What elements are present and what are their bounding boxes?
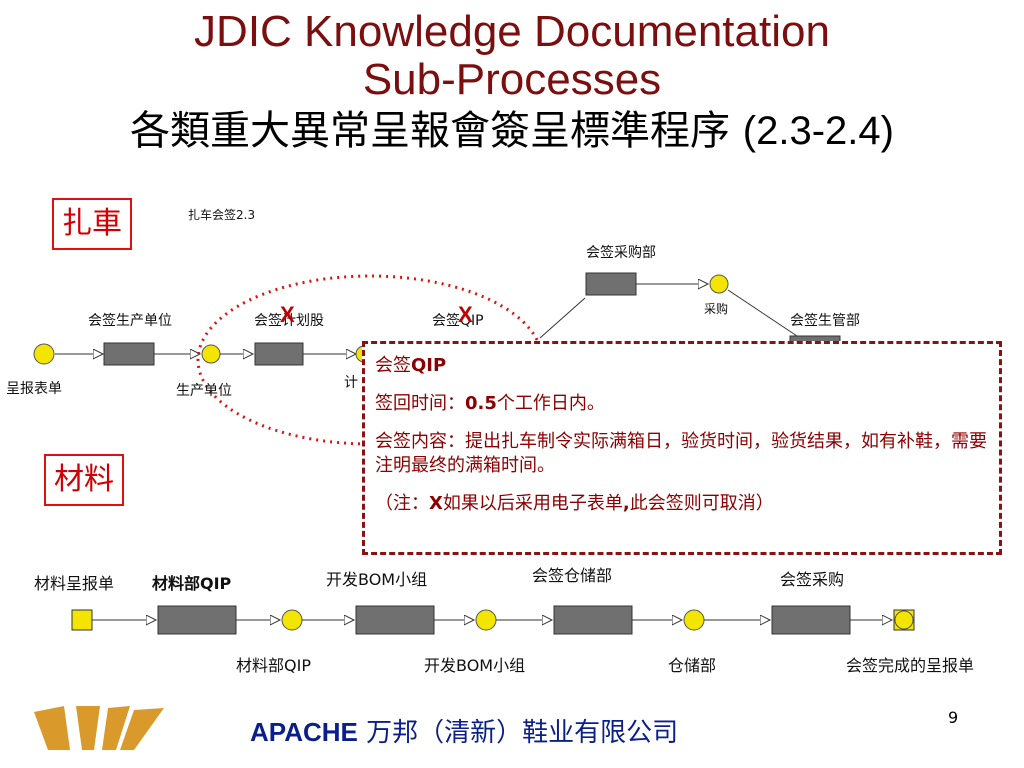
apache-logo (34, 706, 164, 750)
x-mark-2: X (458, 302, 473, 327)
label-start: 呈报表单 (6, 381, 62, 397)
material-label-start: 材料呈报单 (34, 574, 115, 593)
footer-company: APACHE 万邦（清新）鞋业有限公司 (250, 712, 678, 749)
company-name: 万邦（清新）鞋业有限公司 (366, 718, 679, 748)
task-box-bom (355, 605, 435, 635)
label-step3: 会签QIP (432, 313, 484, 329)
material-label-step4: 会签采购 (780, 570, 845, 589)
material-label-event2: 开发BOM小组 (424, 656, 526, 675)
section-label-material: 材料 (44, 454, 124, 506)
task-box-warehouse (553, 605, 633, 635)
subtitle-cn-text: 各類重大異常呈報會簽呈標準程序 (130, 108, 731, 154)
label-step-top: 会签采购部 (586, 245, 656, 261)
subtitle-code: (2.3-2.4) (742, 109, 894, 153)
callout-line2: 会签内容：提出扎车制令实际满箱日，验货时间，验货结果，如有补鞋，需要注明最终的满… (375, 431, 987, 476)
label-step1: 会签生产单位 (88, 313, 172, 329)
material-label-step1: 材料部QIP (152, 574, 232, 593)
label-event-top: 采购 (704, 302, 729, 316)
company-brand: APACHE (250, 717, 358, 747)
start-event-circle (33, 343, 55, 365)
label-event1: 生产单位 (176, 383, 232, 399)
label-event2-partial: 计 (344, 375, 358, 391)
material-label-end: 会签完成的呈报单 (846, 656, 975, 675)
task-box-purchase (771, 605, 851, 635)
section-label-zache: 扎車 (52, 198, 132, 250)
label-step2: 会签计划股 (254, 313, 324, 329)
material-label-event1: 材料部QIP (236, 656, 311, 675)
label-step4: 会签生管部 (790, 313, 860, 329)
x-mark-1: X (280, 302, 295, 327)
page-number: 9 (948, 708, 959, 727)
material-label-step3: 会签仓储部 (532, 566, 613, 585)
zache-diagram-caption: 扎车会签2.3 (188, 208, 256, 222)
task-box-material-qip (157, 605, 237, 635)
qip-callout: 会签QIP 签回时间：0.5个工作日内。 会签内容：提出扎车制令实际满箱日，验货… (362, 341, 1002, 555)
callout-line1: 签回时间：0.5个工作日内。 (375, 393, 605, 414)
event-circle-material-qip (281, 609, 303, 631)
slide-title-line1: JDIC Knowledge Documentation (194, 7, 830, 56)
material-label-event3: 仓储部 (668, 656, 717, 675)
slide-title-line2: Sub-Processes (362, 55, 662, 104)
slide-subtitle: 各類重大異常呈報會簽呈標準程序 (2.3-2.4) (0, 108, 1024, 154)
event-circle-bom (475, 609, 497, 631)
material-label-step2: 开发BOM小组 (326, 570, 428, 589)
event-circle-warehouse (683, 609, 705, 631)
event-circle-purchase (709, 274, 729, 294)
material-end-circle (894, 610, 914, 630)
callout-heading: 会签QIP (375, 355, 447, 376)
material-start-square (71, 609, 93, 631)
callout-line3: （注：X如果以后采用电子表单,此会签则可取消） (375, 493, 774, 514)
